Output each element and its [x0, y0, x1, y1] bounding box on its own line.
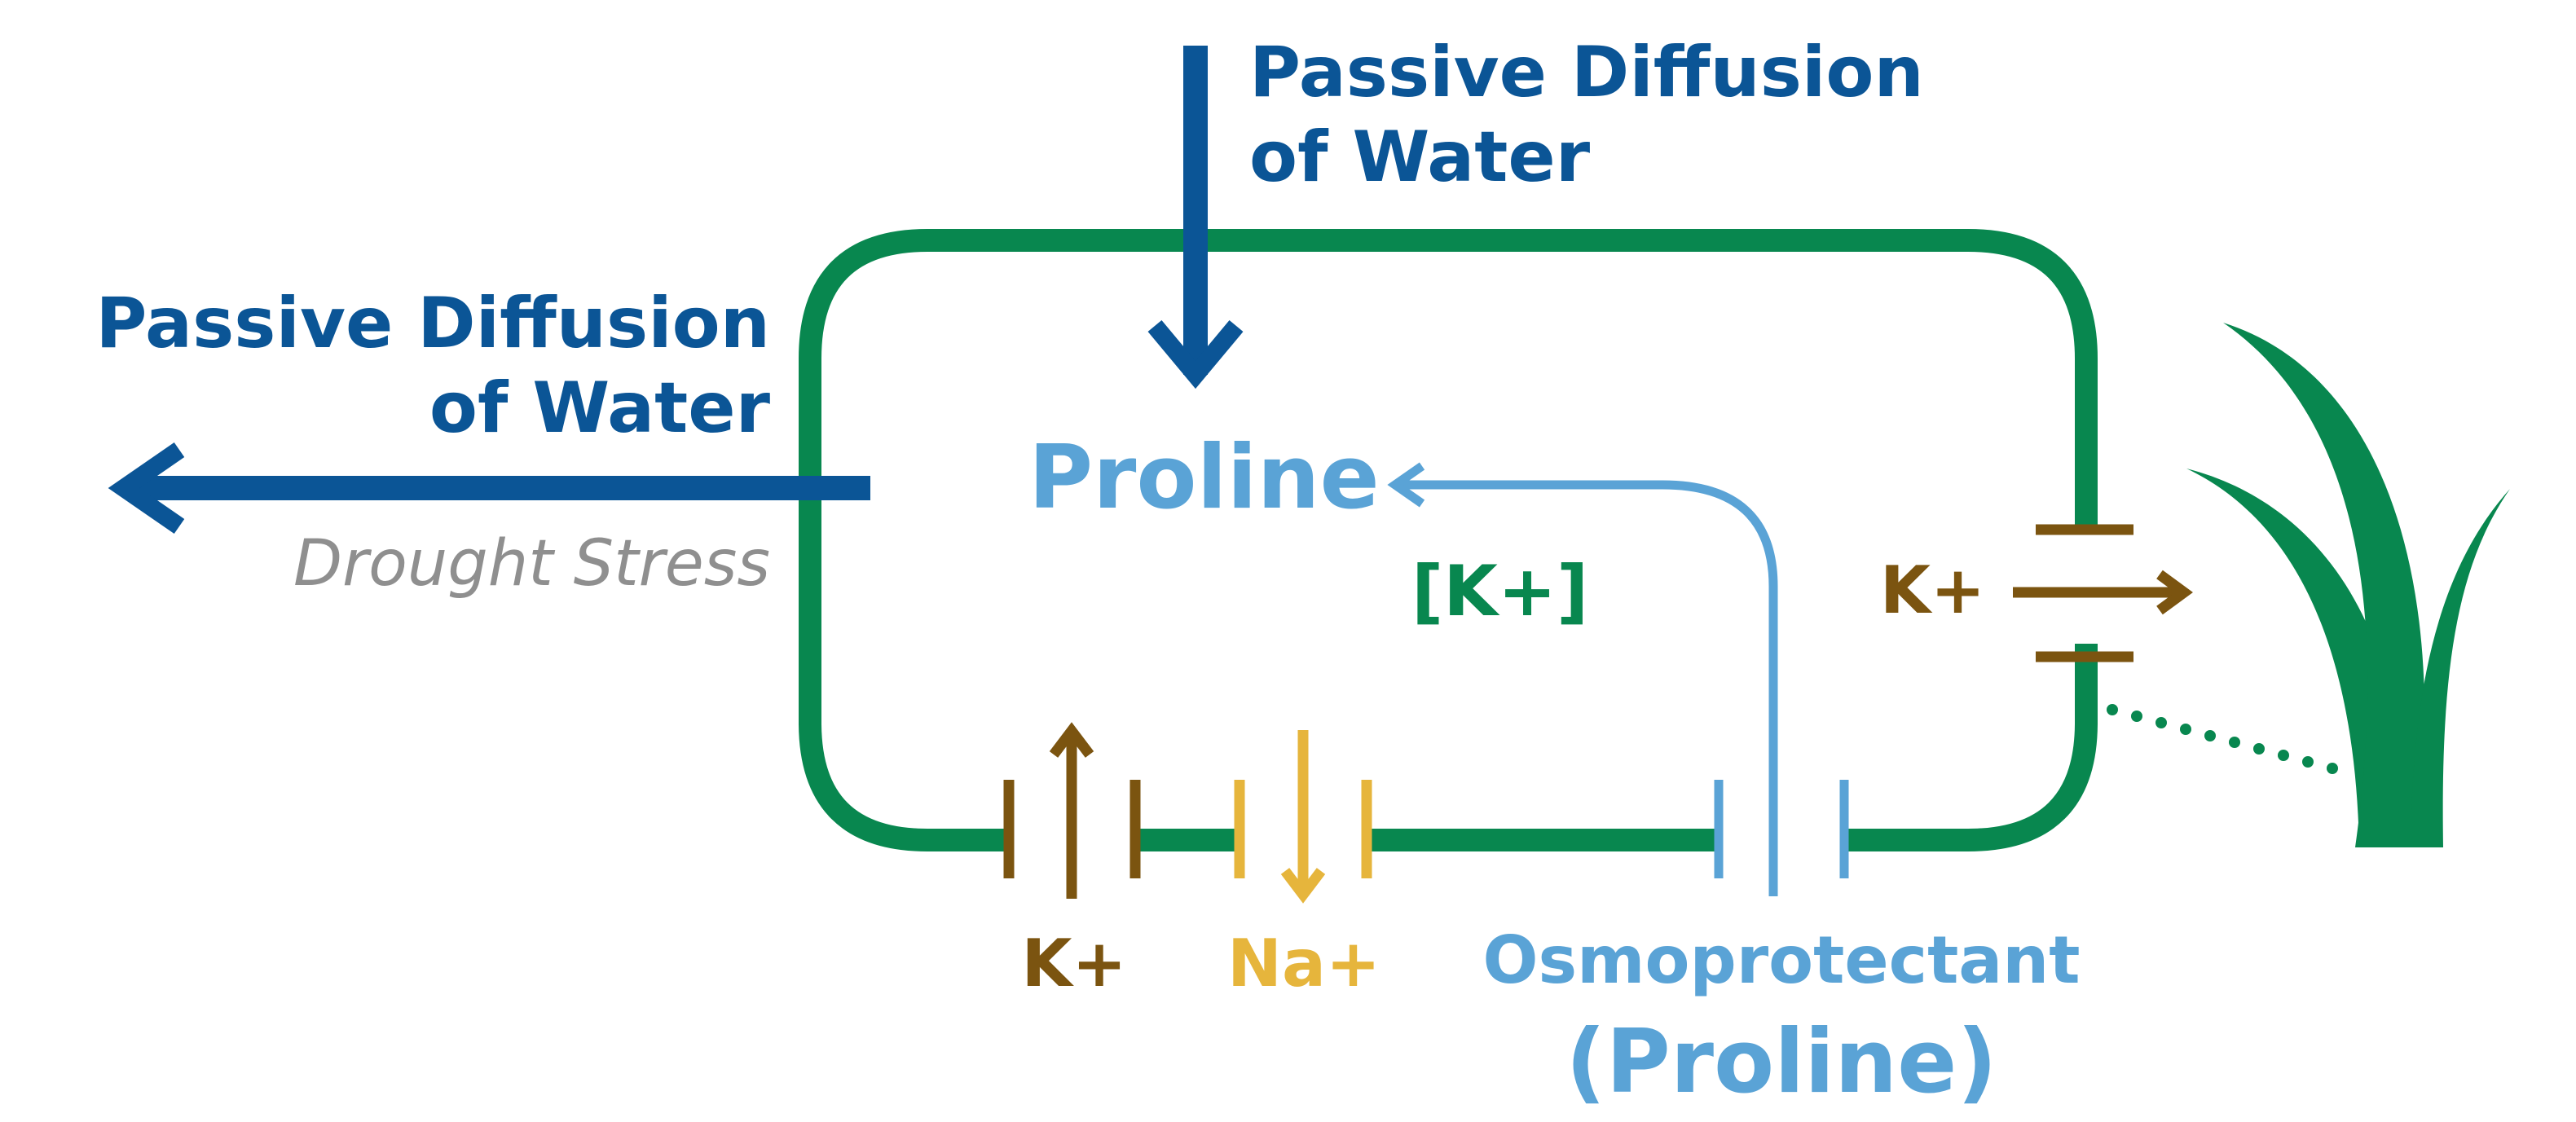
- top-water-label-line2: of Water: [1249, 117, 1591, 198]
- na-influx-channel: [1234, 730, 1372, 904]
- osmoprotectant-proline-label: (Proline): [1565, 1011, 1997, 1113]
- left-water-label-line2: of Water: [429, 367, 771, 449]
- na-bottom-label: Na+: [1227, 926, 1380, 1001]
- left-water-label-line1: Passive Diffusion: [95, 283, 770, 364]
- grass-blades-icon: [2186, 323, 2510, 847]
- osmoprotectant-channel: [1714, 780, 1849, 878]
- k-right-label: K+: [1880, 552, 1985, 628]
- water-influx-arrow: [1147, 46, 1244, 389]
- water-efflux-arrow: [108, 442, 870, 535]
- drought-stress-label: Drought Stress: [293, 527, 770, 601]
- k-influx-channel: [1003, 722, 1141, 899]
- proline-label: Proline: [1028, 427, 1380, 529]
- k-concentration-label: [K+]: [1411, 551, 1588, 632]
- dotted-leader-line: [2107, 704, 2338, 774]
- k-efflux-channel: [2013, 524, 2193, 662]
- cell-membrane-outline: [799, 229, 2098, 851]
- top-water-label-line1: Passive Diffusion: [1249, 32, 1924, 113]
- k-bottom-label: K+: [1021, 926, 1126, 1001]
- proline-transport-arrow: [1387, 462, 1778, 896]
- osmoprotectant-label: Osmoprotectant: [1483, 922, 2081, 998]
